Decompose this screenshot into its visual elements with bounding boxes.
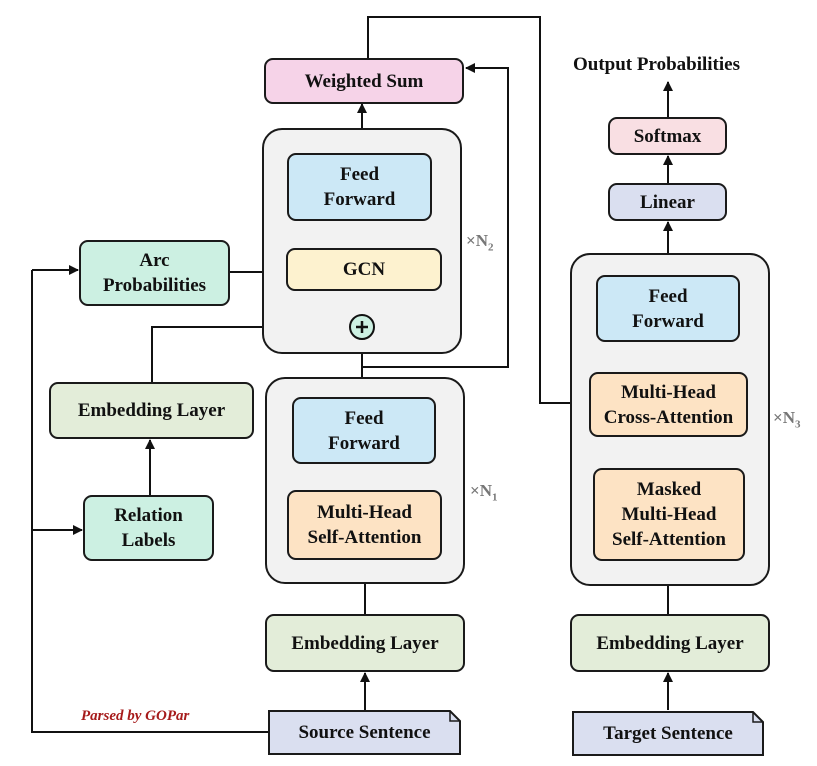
cross-attention-label-2: Cross-Attention [603,406,734,428]
repeat-times-icon: × [466,231,476,250]
softmax-box: Softmax [608,117,727,155]
masked-attention-label-2: Multi-Head [621,504,717,525]
encoder-feed-forward-label-2: Forward [328,432,400,454]
relation-embedding-layer-box: Embedding Layer [49,382,254,439]
add-node-icon [349,314,375,340]
arc-probabilities-box: Arc Probabilities [79,240,230,306]
relation-labels-label-2: Labels [121,530,176,551]
gcn-box: GCN [286,248,442,291]
masked-attention-label-1: Masked [636,479,702,500]
relation-embedding-layer-label: Embedding Layer [77,400,226,421]
decoder-feed-forward-label-1: Feed [648,285,688,307]
decoder-repeat-n3: ×N3 [773,408,800,430]
softmax-label: Softmax [633,125,702,147]
self-attention-label-1: Multi-Head [317,502,412,523]
source-embedding-layer-label: Embedding Layer [291,632,439,654]
repeat-letter: N [782,408,795,427]
relation-labels-box: Relation Labels [83,495,214,561]
encoder-repeat-n1: ×N1 [470,481,497,503]
target-sentence-input: Target Sentence [572,711,764,756]
weighted-sum-label: Weighted Sum [304,70,424,92]
source-sentence-label: Source Sentence [298,721,431,743]
encoder-feed-forward-label-1: Feed [344,407,384,429]
gcn-feed-forward-label-1: Feed [339,164,380,185]
arc-probabilities-label-1: Arc [139,250,170,271]
target-embedding-layer-label: Embedding Layer [596,632,744,654]
gcn-repeat-n2: ×N2 [466,231,493,253]
linear-label: Linear [640,191,695,213]
relation-labels-label-1: Relation [114,505,183,526]
repeat-subscript: 2 [487,241,494,254]
masked-attention-label-3: Self-Attention [612,529,726,550]
cross-attention-label-1: Multi-Head [621,381,716,403]
source-sentence-input: Source Sentence [268,710,461,755]
repeat-times-icon: × [773,408,783,427]
decoder-feed-forward-label-2: Forward [632,310,704,332]
repeat-subscript: 3 [794,418,801,431]
repeat-letter: N [475,231,488,250]
parsed-by-gopar-note: Parsed by GOPar [81,708,190,724]
arc-probabilities-label-2: Probabilities [102,275,207,296]
multi-head-cross-attention-box: Multi-Head Cross-Attention [589,372,748,437]
gcn-label: GCN [342,259,386,280]
decoder-feed-forward-box: Feed Forward [596,275,740,342]
target-sentence-label: Target Sentence [603,722,733,744]
gcn-feed-forward-box: Feed Forward [287,153,432,221]
encoder-feed-forward-box: Feed Forward [292,397,436,464]
masked-self-attention-box: Masked Multi-Head Self-Attention [593,468,745,561]
repeat-times-icon: × [470,481,480,500]
repeat-subscript: 1 [491,491,498,504]
multi-head-self-attention-box: Multi-Head Self-Attention [287,490,442,560]
self-attention-label-2: Self-Attention [307,527,422,548]
source-embedding-layer-box: Embedding Layer [265,614,465,672]
weighted-sum-box: Weighted Sum [264,58,464,104]
linear-box: Linear [608,183,727,221]
target-embedding-layer-box: Embedding Layer [570,614,770,672]
gcn-feed-forward-label-2: Forward [323,189,396,210]
repeat-letter: N [479,481,492,500]
output-probabilities-title: Output Probabilities [573,54,740,75]
